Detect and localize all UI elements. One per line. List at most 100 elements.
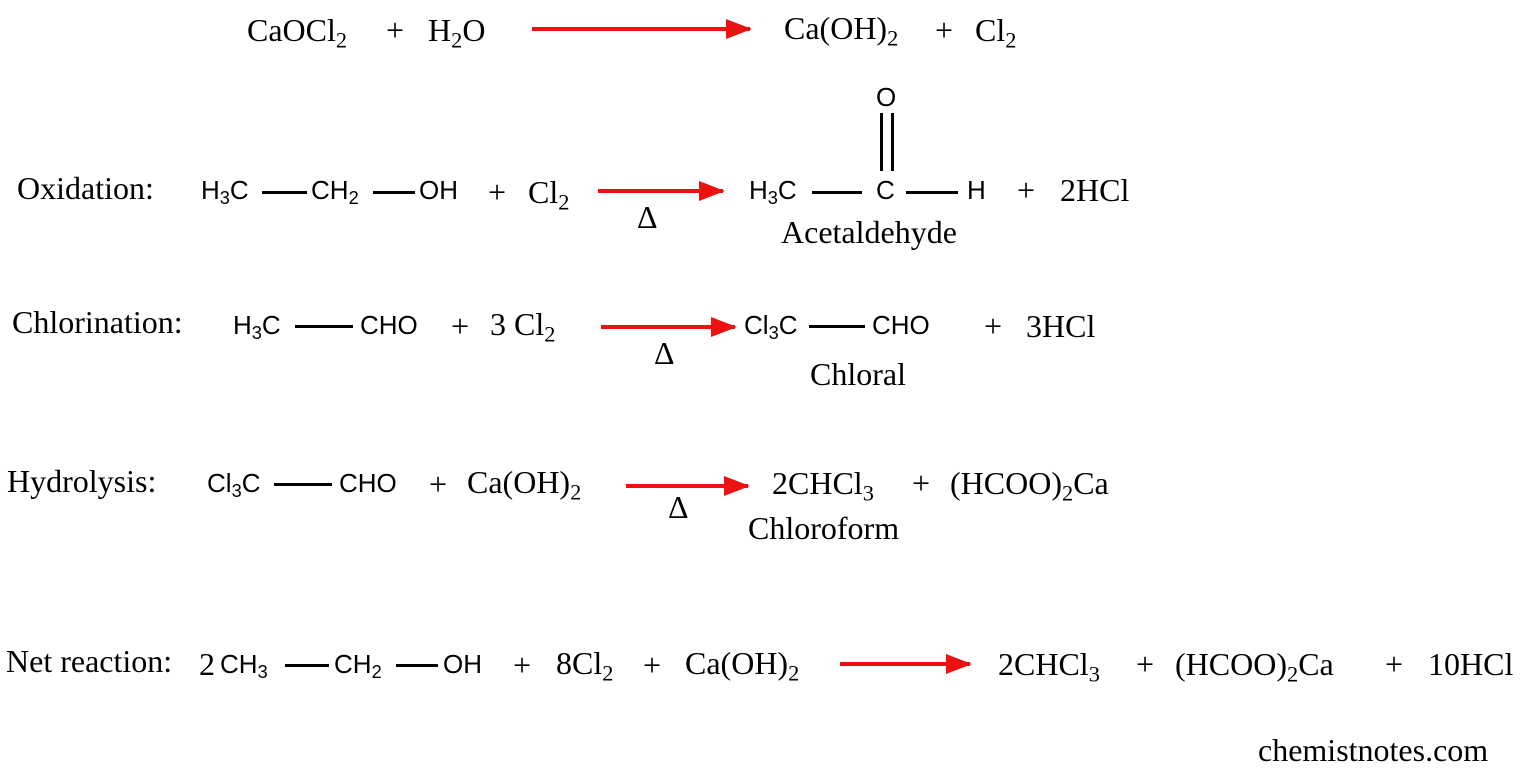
atom-text: H	[201, 175, 220, 205]
formula-text: Ca	[1073, 465, 1109, 501]
step-label: Chlorination:	[12, 304, 183, 340]
atom-h3c: H3C	[749, 175, 797, 207]
atom-oh: OH	[443, 649, 482, 679]
atom-h3c: H3C	[233, 310, 281, 342]
plus-sign: +	[513, 647, 532, 683]
reactant-water: H2O	[428, 12, 485, 51]
formula-text: 3 Cl	[490, 306, 545, 342]
atom-text: C	[261, 310, 281, 340]
reactant-calcium-hydroxide: Ca(OH)2	[467, 466, 581, 503]
reaction-arrow	[840, 654, 972, 674]
formula-text: 8Cl	[556, 645, 603, 681]
reactant-caocl2: CaOCl2	[247, 12, 347, 51]
subscript: 2	[558, 189, 570, 215]
atom-text: C	[777, 175, 797, 205]
formula-text: Ca(OH)	[784, 10, 888, 46]
atom-cl3c: Cl3C	[207, 468, 260, 500]
reactant-chlorine: 8Cl2	[556, 645, 613, 684]
atom-ch2: CH2	[311, 175, 359, 207]
atom-cho: CHO	[872, 310, 930, 340]
plus-sign: +	[488, 174, 507, 210]
single-bond	[373, 191, 415, 194]
formula-text: (HCOO)	[1175, 646, 1287, 682]
step-label: Hydrolysis:	[7, 463, 157, 499]
subscript: 2	[887, 25, 899, 51]
atom-text: CH	[334, 649, 372, 679]
atom-ch3: CH3	[220, 649, 268, 681]
formula-text: CaOCl	[247, 12, 336, 48]
formula-text: Cl	[975, 12, 1006, 48]
subscript: 2	[544, 321, 556, 347]
double-bond-line	[880, 113, 883, 171]
atom-cl3c: Cl3C	[744, 310, 798, 342]
atom-text: Cl	[207, 468, 232, 498]
product-chloroform: 2CHCl3	[998, 646, 1100, 685]
atom-h3c: H3C	[201, 175, 249, 207]
plus-sign: +	[386, 12, 405, 48]
formula-text: H	[428, 12, 452, 48]
subscript: 3	[767, 188, 778, 209]
plus-sign: +	[1136, 646, 1155, 682]
single-bond	[295, 325, 353, 328]
atom-carbonyl-o: O	[876, 82, 897, 112]
plus-sign: +	[429, 466, 448, 502]
subscript: 2	[1286, 661, 1299, 687]
atom-text: CH	[311, 175, 349, 205]
subscript: 3	[231, 481, 242, 502]
watermark: chemistnotes.com	[1258, 732, 1489, 768]
reaction-arrow	[601, 317, 737, 337]
atom-text: H	[233, 310, 252, 340]
product-calcium-hydroxide: Ca(OH)2	[784, 10, 898, 49]
heat-symbol: Δ	[668, 489, 689, 525]
coefficient: 2	[199, 646, 215, 682]
single-bond	[285, 664, 329, 667]
subscript: 3	[251, 323, 262, 344]
single-bond	[396, 664, 438, 667]
atom-text: C	[229, 175, 249, 205]
formula-text: Ca	[1298, 646, 1334, 682]
subscript: 3	[1088, 661, 1100, 687]
product-name: Chloroform	[748, 510, 900, 546]
product-calcium-formate: (HCOO)2Ca	[950, 465, 1109, 504]
reaction-arrow	[598, 181, 725, 201]
subscript: 2	[602, 660, 614, 686]
subscript: 2	[451, 27, 463, 53]
subscript: 3	[768, 323, 779, 344]
single-bond	[812, 191, 862, 194]
single-bond	[809, 325, 865, 328]
formula-text: 2CHCl	[998, 646, 1089, 682]
formula-text: Ca(OH)	[685, 645, 789, 681]
plus-sign: +	[935, 12, 954, 48]
step-label: Oxidation:	[17, 170, 154, 206]
byproduct-hcl: 10HCl	[1428, 646, 1514, 682]
formula-text: (HCOO)	[950, 465, 1062, 501]
atom-ch2: CH2	[334, 649, 382, 681]
atom-text: C	[778, 310, 798, 340]
double-bond-line	[891, 113, 894, 171]
single-bond	[906, 191, 958, 194]
step-label: Net reaction:	[6, 643, 173, 679]
formula-text: 2CHCl	[772, 465, 863, 501]
plus-sign: +	[451, 308, 470, 344]
subscript: 2	[348, 188, 359, 209]
byproduct-hcl: 3HCl	[1026, 308, 1096, 344]
product-name: Chloral	[810, 356, 906, 392]
reactant-chlorine: 3 Cl2	[490, 306, 555, 345]
reactant-calcium-hydroxide: Ca(OH)2	[685, 645, 799, 684]
subscript: 3	[862, 480, 874, 506]
subscript: 2	[570, 479, 582, 505]
plus-sign: +	[984, 308, 1003, 344]
heat-symbol: Δ	[637, 199, 658, 235]
atom-carbonyl-c: C	[876, 175, 895, 205]
reaction-arrow	[532, 19, 752, 39]
plus-sign: +	[912, 465, 931, 501]
atom-text: CH	[220, 649, 258, 679]
single-bond	[274, 483, 332, 486]
atom-h: H	[967, 175, 986, 205]
subscript: 3	[257, 662, 268, 683]
atom-oh: OH	[419, 175, 458, 205]
plus-sign: +	[1017, 172, 1036, 208]
subscript: 2	[371, 662, 382, 683]
product-calcium-formate: (HCOO)2Ca	[1175, 646, 1334, 685]
single-bond	[262, 191, 307, 194]
